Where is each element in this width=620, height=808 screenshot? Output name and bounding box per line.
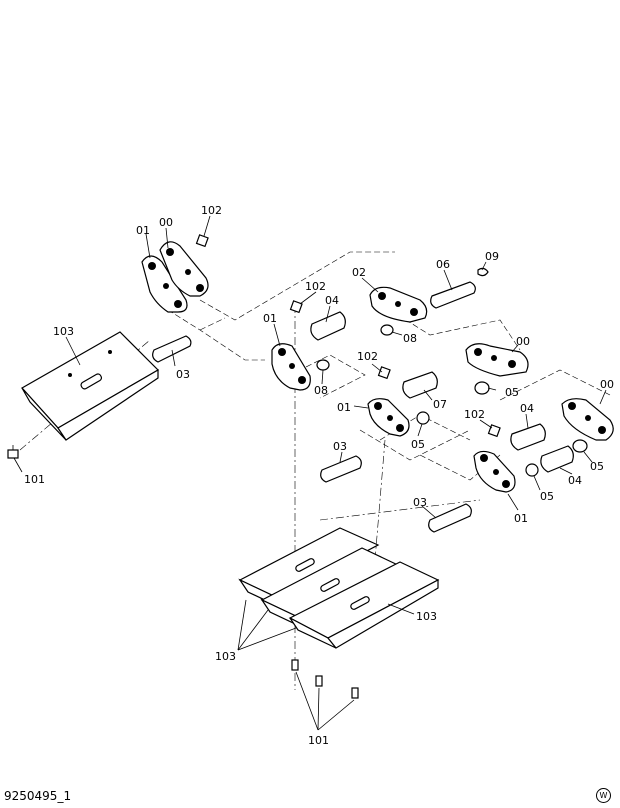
callout-05-right2: 05 — [540, 490, 554, 503]
leader-lines — [13, 215, 607, 731]
callout-102-mid2: 102 — [357, 350, 378, 363]
pin-06 — [430, 281, 476, 309]
callout-09: 09 — [485, 250, 499, 263]
seal-05-mid1 — [474, 381, 490, 395]
link-01-mid — [271, 343, 311, 391]
callout-102-mid1: 102 — [305, 280, 326, 293]
bolt-left — [7, 445, 19, 459]
track-shoes-bottom — [238, 527, 440, 649]
callout-07: 07 — [433, 398, 447, 411]
callout-05-mid2: 05 — [411, 438, 425, 451]
callout-103-right: 103 — [416, 610, 437, 623]
callout-101-bottom: 101 — [308, 734, 329, 747]
callout-00-right: 00 — [600, 378, 614, 391]
seal-05-mid2 — [416, 411, 430, 425]
callout-04-mid1: 04 — [325, 294, 339, 307]
callout-01-right: 01 — [514, 512, 528, 525]
track-shoe-left — [21, 331, 159, 441]
callout-05-right1: 05 — [590, 460, 604, 473]
callout-01-mid2: 01 — [337, 401, 351, 414]
callout-06: 06 — [436, 258, 450, 271]
seal-05-right1 — [572, 439, 588, 453]
bushing-04-right2 — [540, 445, 574, 473]
callout-03-mid: 03 — [333, 440, 347, 453]
link-02 — [369, 286, 428, 323]
clip-09 — [477, 267, 489, 277]
washer-08-upper — [380, 324, 394, 336]
nut-102-mid1 — [289, 300, 303, 314]
callout-08-mid2: 08 — [314, 384, 328, 397]
callout-102-top: 102 — [201, 204, 222, 217]
bolts-bottom — [291, 659, 359, 699]
pin-03-right — [428, 503, 472, 533]
callout-102-right: 102 — [464, 408, 485, 421]
callout-04-right2: 04 — [568, 474, 582, 487]
callout-08-mid1: 08 — [403, 332, 417, 345]
link-00-mid — [465, 343, 529, 377]
seal-05-right2 — [525, 463, 539, 477]
callout-01-top: 01 — [136, 224, 150, 237]
pin-03-mid — [320, 455, 362, 483]
callout-101-left: 101 — [24, 473, 45, 486]
link-assembly-top-left — [141, 234, 209, 313]
nut-102-mid2 — [377, 366, 391, 380]
nut-icon — [195, 234, 209, 248]
link-01-right — [473, 450, 516, 493]
callout-03-right: 03 — [413, 496, 427, 509]
callout-01-mid: 01 — [263, 312, 277, 325]
link-00-right — [561, 398, 614, 441]
bushing-07 — [402, 371, 438, 399]
callout-02: 02 — [352, 266, 366, 279]
bushing-04-right1 — [510, 423, 546, 451]
figure-code: 9250495_1 — [4, 789, 72, 803]
callout-05-mid1: 05 — [505, 386, 519, 399]
callout-00-mid: 00 — [516, 335, 530, 348]
bushing-04-upper — [310, 311, 346, 341]
link-01-mid2 — [367, 398, 410, 437]
pin-left — [152, 335, 192, 363]
watermark-logo: W — [596, 788, 611, 803]
callout-103-bottom: 103 — [215, 650, 236, 663]
callout-04-right1: 04 — [520, 402, 534, 415]
callout-103-left: 103 — [53, 325, 74, 338]
washer-08-mid — [316, 359, 330, 371]
callout-00-top: 00 — [159, 216, 173, 229]
callout-03-left: 03 — [176, 368, 190, 381]
callout-labels: 00 01 102 103 03 101 02 06 09 102 04 08 … — [24, 204, 614, 747]
